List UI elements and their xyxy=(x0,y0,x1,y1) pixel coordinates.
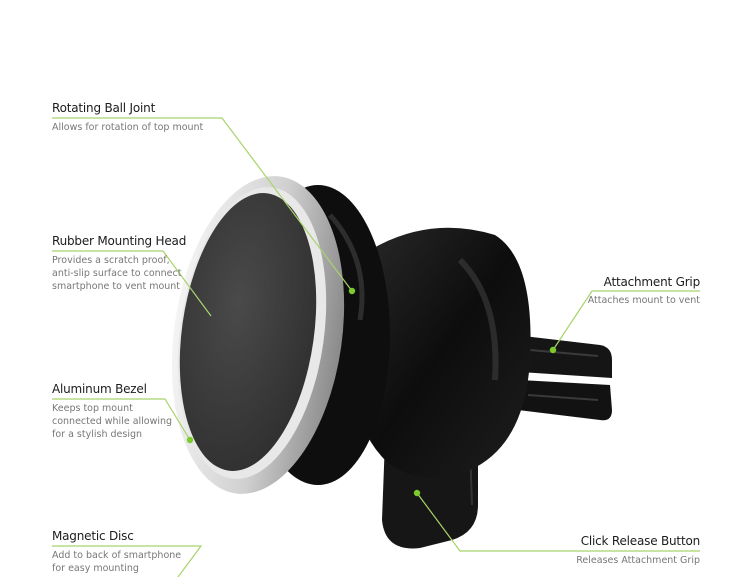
callout-title: Aluminum Bezel xyxy=(52,382,147,396)
leader-lines xyxy=(52,117,700,577)
callout-title: Magnetic Disc xyxy=(52,529,134,543)
callout-desc: Attaches mount to vent xyxy=(587,295,700,306)
callout-desc: Releases Attachment Grip xyxy=(576,555,700,566)
callout-title: Click Release Button xyxy=(580,534,701,548)
callout-rubber-mounting-head: Rubber Mounting Head Provides a scratch … xyxy=(52,234,186,293)
callout-title: Rubber Mounting Head xyxy=(52,234,187,248)
callout-rotating-ball-joint: Rotating Ball Joint Allows for rotation … xyxy=(52,101,203,134)
rear-housing-part xyxy=(350,227,531,478)
callout-title: Attachment Grip xyxy=(603,275,701,289)
callout-magnetic-disc: Magnetic Disc Add to back of smartphone … xyxy=(52,529,181,575)
callout-click-release-button: Click Release Button Releases Attachment… xyxy=(576,534,700,567)
callout-dots xyxy=(186,287,557,497)
callout-attachment-grip: Attachment Grip Attaches mount to vent xyxy=(588,275,700,307)
callout-aluminum-bezel: Aluminum Bezel Keeps top mount connected… xyxy=(52,382,172,441)
callout-desc: anti-slip surface to connect xyxy=(52,268,182,279)
callout-desc: Add to back of smartphone xyxy=(52,550,182,561)
callout-desc: Provides a scratch proof, xyxy=(52,255,170,266)
callout-desc: Keeps top mount xyxy=(52,403,133,414)
callout-title: Rotating Ball Joint xyxy=(52,101,156,115)
callout-desc: connected while allowing xyxy=(52,416,173,427)
callout-desc: Allows for rotation of top mount xyxy=(52,122,204,133)
rubber-pad-part xyxy=(179,193,317,471)
callout-desc: smartphone to vent mount xyxy=(52,281,181,292)
attachment-grip-part xyxy=(515,335,612,421)
callout-desc: for a stylish design xyxy=(52,429,143,440)
callout-desc: for easy mounting xyxy=(52,563,139,574)
